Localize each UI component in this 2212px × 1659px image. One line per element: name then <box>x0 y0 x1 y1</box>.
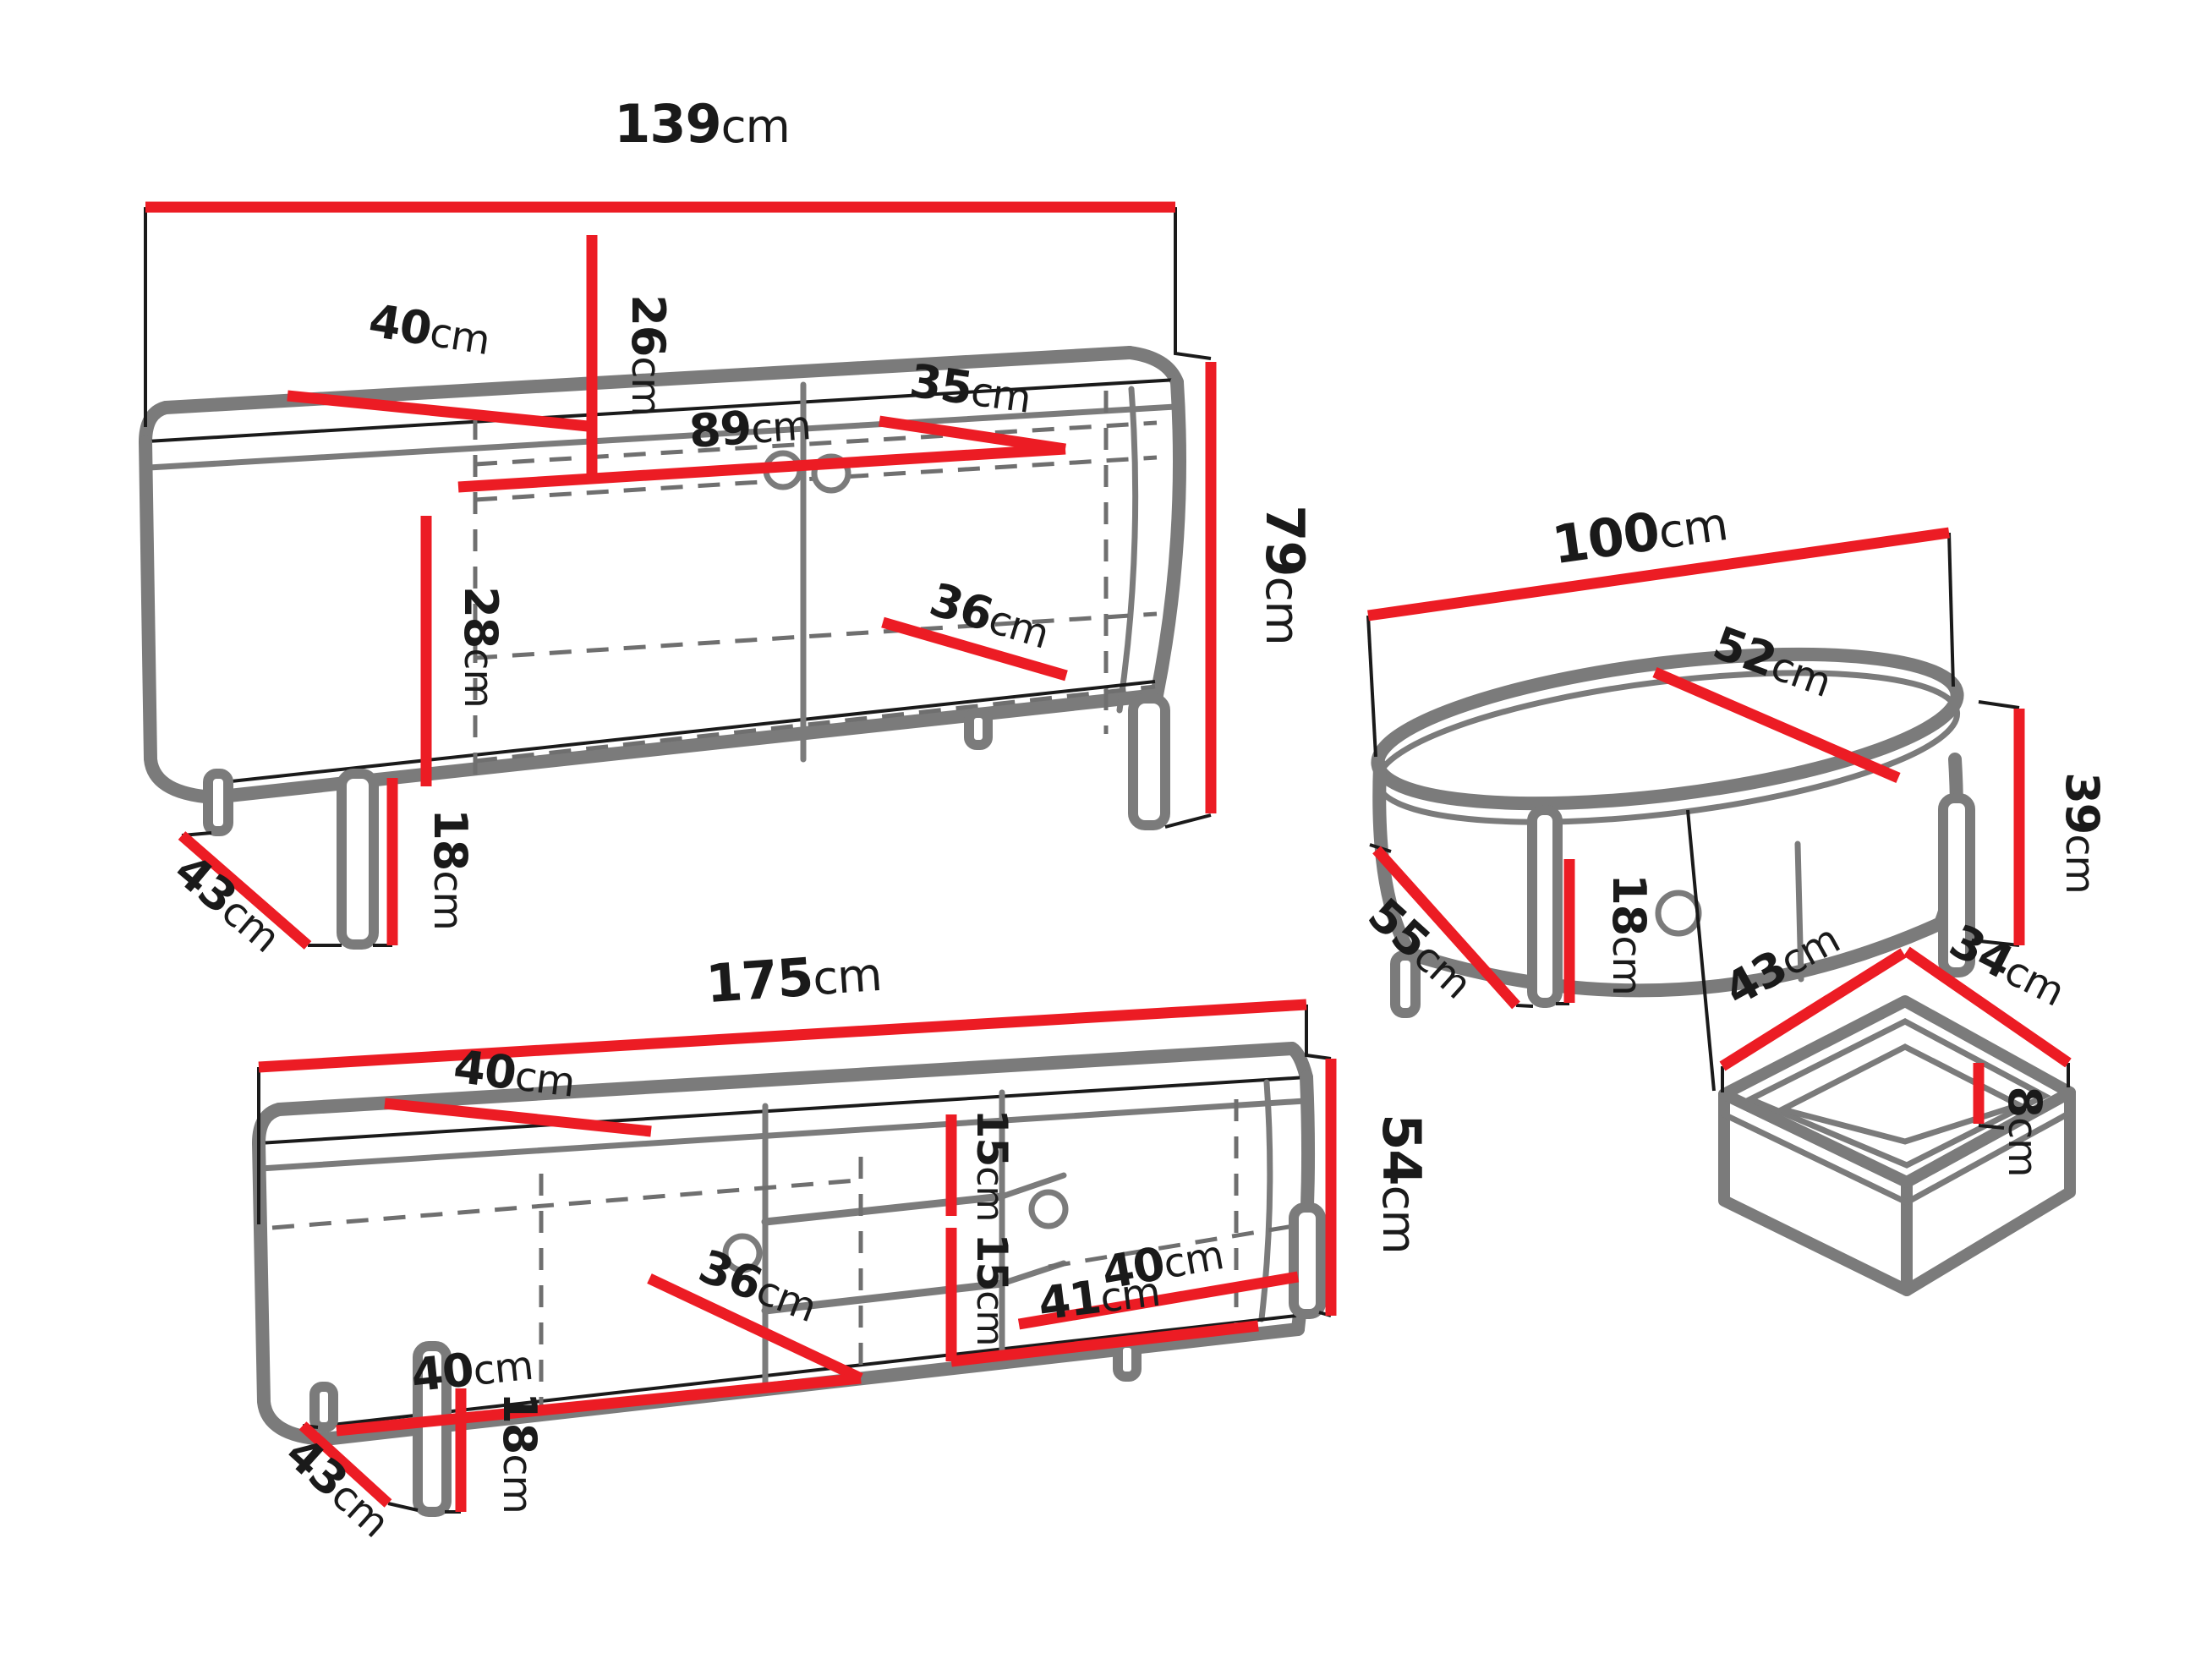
tv-stand-middle-inner-width-label: 41cm <box>1036 1263 1163 1331</box>
drawer-leader-line <box>1686 809 1716 1092</box>
drawer-inner-width-label: 34cm <box>1941 914 2074 1016</box>
tv-stand-bottom-lip <box>324 1314 1297 1427</box>
sideboard-top-lip <box>145 403 1179 471</box>
drawer-right-panel-detail <box>1903 1109 2073 1206</box>
tv-stand-left-knob <box>722 1233 763 1273</box>
sideboard-right-inner-curve <box>1116 386 1139 714</box>
tv-stand-right-inner-width-label: 40cm <box>1098 1226 1227 1300</box>
tv-stand-drawing: 175cm 40cm 15cm 15cm 36cm 40cm 41cm 40cm… <box>252 941 1432 1547</box>
tv-stand-shelf2-front <box>761 1279 1006 1315</box>
sideboard-base-depth-label: 43cm <box>165 844 292 963</box>
tv-stand-top-depth-line <box>384 1098 652 1137</box>
sideboard-dashed-shelf-lower <box>474 611 1158 660</box>
coffee-table-height-tick-bottom <box>1971 939 2020 947</box>
sideboard-inner-width-label: 89cm <box>687 397 813 458</box>
tv-stand-back-left-leg <box>309 1382 338 1432</box>
sideboard-right-side <box>1150 375 1186 702</box>
sideboard-dashed-bottom <box>474 684 1156 764</box>
drawer-inner-height-label: 8cm <box>1998 1087 2051 1177</box>
sideboard-height-tick-bottom <box>1164 813 1212 829</box>
drawer-top-opening <box>1718 995 2076 1188</box>
coffee-table-right-leg <box>1938 793 1975 977</box>
coffee-table-width-tick-right <box>1947 532 1955 687</box>
coffee-table-height-label: 39cm <box>2056 772 2109 894</box>
sideboard-top-front-edge <box>146 378 1178 443</box>
tv-stand-shelf1-depth <box>999 1172 1067 1200</box>
tv-stand-upper-shelf-gap-label: 15cm <box>967 1109 1016 1222</box>
tv-stand-base-tick-bottom <box>387 1502 419 1512</box>
coffee-table-width-tick-left <box>1366 615 1377 758</box>
tv-stand-top-back-edge <box>272 1042 1299 1116</box>
tv-stand-right-knob <box>1028 1189 1069 1229</box>
drawer-inner-depth-line <box>1719 948 1907 1071</box>
drawer-inner-floor <box>1774 1043 2028 1145</box>
sideboard-height-label: 79cm <box>1254 505 1316 644</box>
coffee-table-knob <box>1655 890 1702 937</box>
sideboard-top-right-corner <box>1123 346 1184 389</box>
sideboard-inner-width-line <box>457 443 1066 493</box>
tv-stand-middle-leg <box>1113 1338 1142 1382</box>
coffee-table-width-line <box>1367 527 1950 621</box>
coffee-table-left-side <box>1372 758 1417 961</box>
drawer-inner-width-line <box>1903 946 2072 1068</box>
coffee-table-width-label: 100cm <box>1548 490 1731 576</box>
sideboard-top-depth-label: 40cm <box>365 293 494 365</box>
tv-stand-width-tick-right <box>1305 1005 1332 1060</box>
coffee-table-base-tick-bottom <box>1515 1004 1534 1008</box>
coffee-table-leg-height-label: 18cm <box>1602 873 1656 995</box>
tv-stand-base-depth-label: 43cm <box>276 1426 402 1547</box>
sideboard-lower-shelf-depth-label: 36cm <box>924 572 1056 659</box>
sideboard-back-left-leg <box>203 769 233 836</box>
tv-stand-top-front-edge <box>258 1076 1307 1145</box>
coffee-table-front-leg <box>1527 805 1563 1008</box>
tv-stand-dashed-right-shelf <box>1048 1224 1295 1269</box>
sideboard-drawing: 139cm 40cm 26cm 89cm 35cm 28cm 36cm 79cm… <box>139 93 1316 963</box>
tv-stand-lower-shelf-gap-label: 15cm <box>967 1234 1016 1346</box>
sideboard-top-depth-line <box>287 390 597 433</box>
tv-stand-top-lip <box>257 1098 1308 1172</box>
sideboard-lower-shelf-depth-line <box>881 616 1068 682</box>
tv-stand-left-inner-width-label: 40cm <box>408 1337 534 1403</box>
tv-stand-right-inner-width-line <box>1017 1271 1300 1330</box>
sideboard-width-label: 139cm <box>614 93 790 155</box>
tv-stand-left-inner-width-line <box>336 1372 862 1437</box>
tv-stand-width-label: 175cm <box>704 941 883 1015</box>
tv-stand-width-line <box>258 999 1307 1073</box>
sideboard-upper-inner-height-label: 26cm <box>621 294 675 416</box>
tv-stand-right-leg <box>1289 1202 1326 1319</box>
tv-stand-leg-height-label: 18cm <box>493 1392 546 1514</box>
sideboard-middle-leg <box>964 708 993 750</box>
drawer-inner-lip <box>1743 1018 2051 1169</box>
coffee-table-drawer-seam-right <box>1794 840 1804 983</box>
drawer-height-tick <box>1978 1124 2005 1130</box>
tv-stand-base-depth-line <box>298 1421 392 1508</box>
coffee-table-base-depth-line <box>1372 846 1520 1010</box>
sideboard-upper-shelf-depth-label: 35cm <box>906 353 1034 423</box>
tv-stand-shelf1-front <box>761 1192 1006 1226</box>
sideboard-left-side <box>139 435 220 804</box>
tv-stand-height-label: 54cm <box>1371 1114 1432 1253</box>
coffee-table-top-depth-label: 52cm <box>1706 616 1838 707</box>
drawer-drawing: 43cm 34cm 8cm <box>1716 914 2076 1296</box>
sideboard-front-right-leg <box>1128 693 1170 830</box>
coffee-table-top-depth-line <box>1652 667 1901 783</box>
sideboard-leg-height-label: 18cm <box>424 808 477 930</box>
coffee-table-top-rim <box>1371 647 1964 811</box>
sideboard-upper-shelf-depth-line <box>879 415 1066 455</box>
tv-stand-top-depth-label: 40cm <box>451 1040 578 1108</box>
tv-stand-dashed-left-shelf <box>271 1178 858 1230</box>
tv-stand-right-inner-curve <box>1258 1079 1273 1322</box>
sideboard-lower-inner-height-label: 28cm <box>454 586 507 708</box>
tv-stand-middle-inner-width-line <box>950 1320 1259 1367</box>
drawer-front-panel-detail <box>1721 1111 1910 1206</box>
sideboard-base-depth-line <box>178 831 312 950</box>
sideboard-bottom-lip <box>215 680 1156 785</box>
tv-stand-left-inner-depth-line <box>647 1273 863 1383</box>
coffee-table-back-left-leg <box>1390 950 1421 1018</box>
sideboard-front-left-leg <box>337 769 379 950</box>
coffee-table-height-tick-top <box>1978 700 2020 709</box>
tv-stand-front-left-leg <box>413 1341 452 1517</box>
sideboard-width-tick-right <box>1174 207 1212 360</box>
